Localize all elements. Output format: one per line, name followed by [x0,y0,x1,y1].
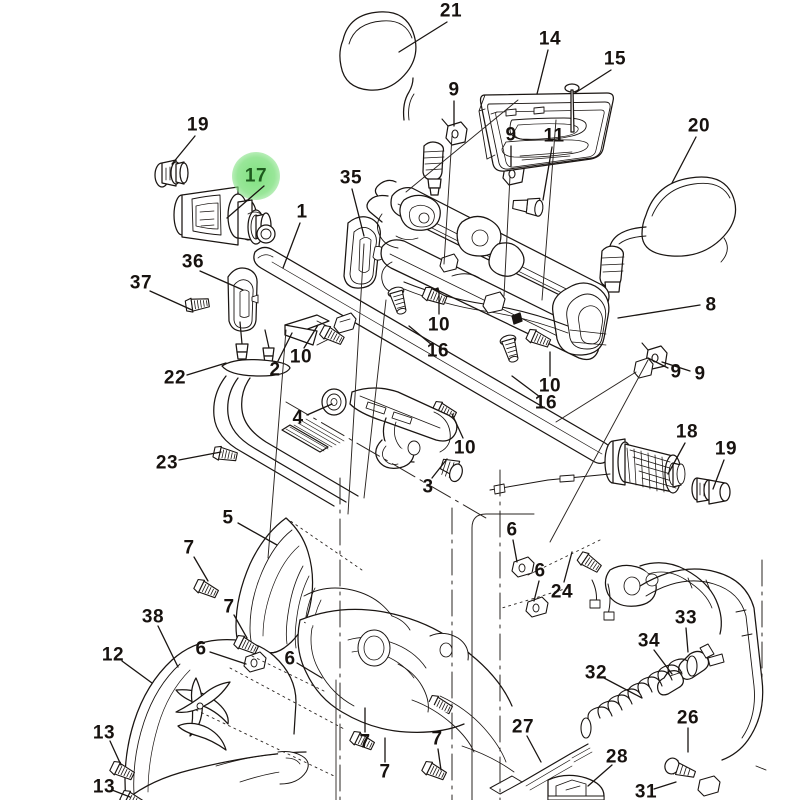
nut-6d [525,596,549,618]
callout-38[interactable]: 38 [141,606,165,628]
holder-28 [547,774,605,800]
lower-bracket [349,387,458,469]
callout-1[interactable]: 1 [296,201,308,223]
collar-4 [321,388,347,416]
callout-8[interactable]: 8 [705,294,717,316]
callout-2[interactable]: 2 [269,359,281,381]
callout-18[interactable]: 18 [675,421,699,443]
callout-6[interactable]: 6 [506,519,518,541]
callout-5[interactable]: 5 [222,507,234,529]
nut-6c [511,556,535,578]
callout-6[interactable]: 6 [284,648,296,670]
lever-24 [575,549,722,635]
callout-3[interactable]: 3 [422,476,434,498]
callout-7[interactable]: 7 [359,731,371,753]
callout-10[interactable]: 10 [538,375,562,397]
upper-handle-bracket [366,179,610,361]
callout-9[interactable]: 9 [505,124,517,146]
callout-35[interactable]: 35 [339,167,363,189]
callout-24[interactable]: 24 [550,581,574,603]
screw-7a [192,577,221,601]
clip-small-a [333,312,357,334]
callout-6[interactable]: 6 [534,560,546,582]
callout-20[interactable]: 20 [687,115,711,137]
callout-17[interactable]: 17 [244,165,268,187]
callout-15[interactable]: 15 [603,48,627,70]
throttle-cable-right [489,473,611,495]
callout-28[interactable]: 28 [605,746,629,768]
adjuster-33 [678,643,725,680]
emblem-38 [175,677,231,751]
callout-7[interactable]: 7 [183,537,195,559]
callout-16[interactable]: 16 [534,392,558,414]
callout-13[interactable]: 13 [92,776,116,798]
holder-35 [343,216,386,289]
callout-10[interactable]: 10 [427,314,451,336]
callout-34[interactable]: 34 [637,630,661,652]
throttle-grip-assembly [173,186,276,246]
callout-36[interactable]: 36 [181,251,205,273]
cable-27 [489,743,593,795]
clamp-36 [227,267,259,332]
mirror-right [599,176,737,293]
callout-31[interactable]: 31 [634,781,658,800]
callout-14[interactable]: 14 [538,28,562,50]
callout-33[interactable]: 33 [674,607,698,629]
clip-31 [697,775,721,797]
screw-13b [118,788,147,800]
callout-19[interactable]: 19 [186,114,210,136]
callout-16[interactable]: 16 [426,340,450,362]
bolt-3 [439,458,463,483]
callout-6[interactable]: 6 [195,638,207,660]
callout-7[interactable]: 7 [379,761,391,783]
mirror-left [339,11,445,196]
bolt-26 [664,757,696,778]
nut-6a [243,651,267,673]
callout-10[interactable]: 10 [453,437,477,459]
cowl-center [297,587,515,773]
callout-21[interactable]: 21 [439,0,463,22]
bolt-37 [184,295,211,314]
callout-13[interactable]: 13 [92,722,116,744]
callout-37[interactable]: 37 [129,272,153,294]
callout-27[interactable]: 27 [511,716,535,738]
callout-23[interactable]: 23 [155,452,179,474]
callout-10[interactable]: 10 [289,346,313,368]
grip-right [604,438,686,494]
callout-26[interactable]: 26 [676,707,700,729]
bolt-16b [498,332,523,365]
callout-12[interactable]: 12 [101,644,125,666]
adjuster-34 [657,670,684,696]
callout-19[interactable]: 19 [714,438,738,460]
callout-9[interactable]: 9 [670,361,682,383]
callout-4[interactable]: 4 [292,407,304,429]
callout-9[interactable]: 9 [694,363,706,385]
callout-22[interactable]: 22 [163,367,187,389]
callout-7[interactable]: 7 [223,596,235,618]
bolt-11 [512,197,544,217]
screw-7d [420,759,449,783]
callout-7[interactable]: 7 [431,728,443,750]
callout-32[interactable]: 32 [584,662,608,684]
callout-9[interactable]: 9 [448,79,460,101]
callout-11[interactable]: 11 [543,125,565,147]
clip-9a [441,118,468,146]
handguard-loop [639,568,767,771]
bar-end-right [691,477,731,505]
cables-22 [213,321,359,507]
cowl-12 [124,638,309,800]
meter-assembly [478,83,614,172]
bar-end-left [154,159,189,188]
